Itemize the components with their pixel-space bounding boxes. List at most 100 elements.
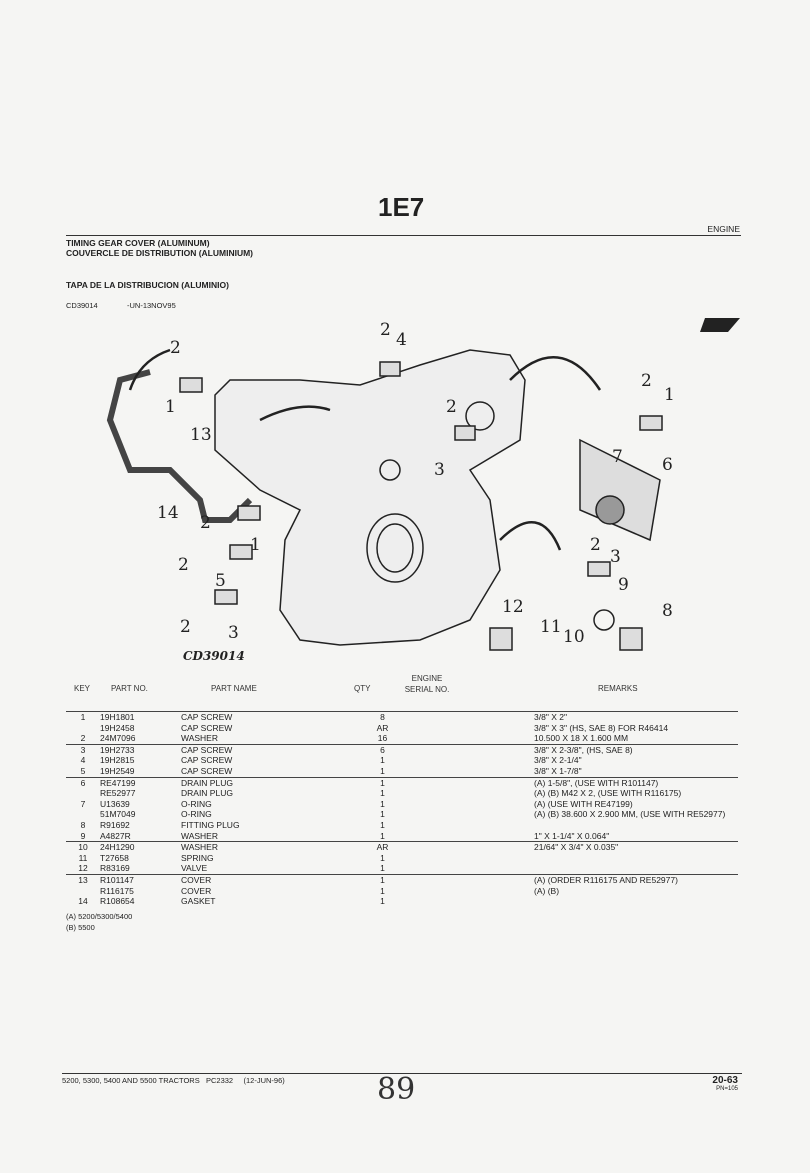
cell-qty: 1: [380, 863, 385, 874]
col-part-no: PART NO.: [111, 684, 148, 693]
cell-key: [66, 788, 100, 799]
callout: 14: [157, 503, 179, 523]
callout: 3: [610, 547, 621, 567]
cell-remarks: [534, 820, 738, 831]
callout: 1: [664, 385, 675, 405]
title-fr: COUVERCLE DE DISTRIBUTION (ALUMINIUM): [66, 248, 253, 258]
cell-key: 9: [80, 830, 86, 841]
cell-remarks: [534, 863, 738, 874]
callout: 9: [618, 575, 629, 595]
cell-part-name: SPRING: [181, 852, 214, 863]
cell-part-no: 24M7096: [100, 733, 136, 744]
cell-key: 1: [66, 710, 100, 723]
cell-remarks: 3/8" X 1-7/8": [534, 765, 582, 776]
cell-remarks: 3/8" X 2": [534, 710, 738, 723]
cell-key: 5: [80, 765, 86, 776]
cell-serial: [434, 776, 534, 789]
cell-qty: 1: [380, 896, 385, 907]
illustration-ref: CD39014: [66, 301, 98, 310]
callout: 4: [396, 330, 407, 350]
cell-part-no: 19H2733: [100, 743, 181, 756]
cell-part-no: T27658: [100, 852, 129, 863]
callout: 2: [170, 338, 181, 358]
front-arrow-icon: [700, 318, 740, 332]
cell-part-no: 19H1801: [100, 710, 181, 723]
cell-serial: [434, 841, 534, 853]
title-en: TIMING GEAR COVER (ALUMINUM): [66, 238, 210, 248]
cell-remarks: [534, 853, 738, 864]
bolt-icons: [179, 361, 663, 651]
cell-part-name: DRAIN PLUG: [181, 776, 331, 789]
cell-remarks: [534, 896, 738, 907]
cell-part-name: WASHER: [181, 841, 331, 853]
col-key: KEY: [74, 684, 91, 693]
callout: 1: [165, 397, 176, 417]
cell-key: 8: [80, 819, 86, 830]
cell-remarks: 10.500 X 18 X 1.600 MM: [534, 733, 629, 744]
cell-part-name: O-RING: [181, 809, 212, 820]
cell-serial: [434, 820, 534, 831]
cell-part-name: CAP SCREW: [181, 722, 233, 733]
cell-qty: 1: [380, 819, 385, 830]
cell-qty: 1: [331, 776, 434, 789]
footnote-a: (A) 5200/5300/5400: [66, 912, 133, 921]
cell-qty: 1: [380, 798, 385, 809]
callout: 7: [612, 447, 623, 467]
callout: 8: [662, 601, 673, 621]
cell-part-no: 19H2815: [100, 755, 135, 766]
cell-remarks: 3/8" X 3" (HS, SAE 8) FOR R46414: [534, 722, 669, 733]
cell-key: [66, 886, 100, 897]
cell-remarks: (A) (USE WITH RE47199): [534, 798, 633, 809]
cell-remarks: (A) (B): [534, 885, 560, 896]
cell-part-no: A4827R: [100, 830, 131, 841]
cell-part-no: U13639: [100, 798, 130, 809]
illustration-date: -UN-13NOV95: [127, 301, 176, 310]
cell-qty: AR: [331, 841, 434, 853]
cell-qty: 1: [380, 765, 385, 776]
cell-qty: 1: [331, 873, 434, 886]
callout: 2: [200, 513, 211, 533]
footer-rule: [62, 1073, 742, 1074]
footer-text: 5200, 5300, 5400 AND 5500 TRACTORS PC233…: [62, 1076, 285, 1085]
footnote-b: (B) 5500: [66, 923, 95, 932]
cell-serial: [434, 766, 534, 777]
pn-code: PN=105: [716, 1086, 738, 1092]
cell-serial: [434, 886, 534, 897]
cell-serial: [434, 723, 534, 734]
cell-qty: 8: [331, 710, 434, 723]
cell-serial: [434, 710, 534, 723]
callout: 13: [190, 425, 212, 445]
cell-key: 13: [66, 873, 100, 886]
timing-cover: [214, 349, 526, 646]
page-number: 20-63: [712, 1075, 738, 1086]
callout: 12: [502, 597, 524, 617]
title-es: TAPA DE LA DISTRIBUCION (ALUMINIO): [66, 280, 229, 290]
cell-part-no: R91692: [100, 819, 130, 830]
callout: 2: [590, 535, 601, 555]
callout: 1: [250, 535, 261, 555]
cell-part-name: CAP SCREW: [181, 765, 233, 776]
cell-part-no: RE47199: [100, 776, 181, 789]
cell-part-name: WASHER: [181, 830, 218, 841]
cell-serial: [434, 788, 534, 799]
cell-remarks: (A) (B) M42 X 2, (USE WITH R116175): [534, 788, 682, 799]
cell-key: 10: [66, 841, 100, 853]
cell-part-name: VALVE: [181, 863, 208, 874]
cell-key: 2: [80, 733, 86, 744]
